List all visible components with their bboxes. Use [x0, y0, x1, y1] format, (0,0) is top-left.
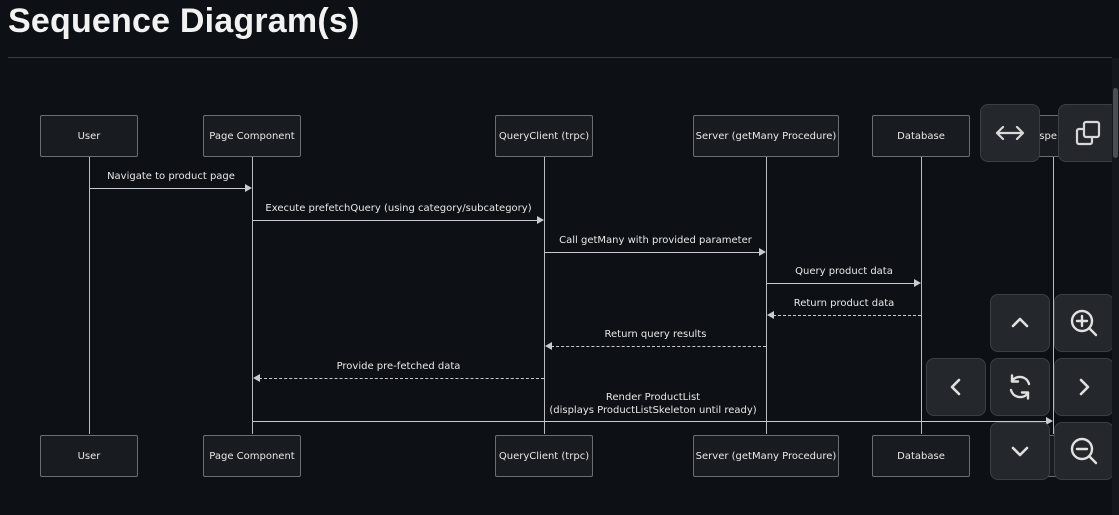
actor-top-user: User — [40, 115, 138, 157]
pan-down-button[interactable] — [990, 422, 1050, 480]
actor-bottom-page-component: Page Component — [203, 435, 301, 477]
arrowhead — [767, 311, 774, 319]
message-label: Navigate to product page — [107, 171, 235, 182]
zoom-in-icon — [1070, 309, 1098, 337]
message-arrow — [767, 283, 915, 284]
message-label: Provide pre-fetched data — [336, 361, 461, 372]
lifeline-server — [766, 157, 767, 434]
arrowhead — [245, 184, 252, 192]
pan-up-button[interactable] — [990, 294, 1050, 352]
message-label: Call getMany with provided parameter — [559, 235, 752, 246]
arrowhead — [1046, 417, 1053, 425]
chevron-down-icon — [1011, 446, 1029, 457]
arrowhead — [545, 342, 552, 350]
lifeline-database — [921, 157, 922, 434]
actor-bottom-user: User — [40, 435, 138, 477]
actor-top-database: Database — [872, 115, 970, 157]
arrowhead — [537, 216, 544, 224]
lifeline-user — [89, 157, 90, 434]
reset-view-button[interactable] — [990, 358, 1050, 416]
arrowhead — [914, 279, 921, 287]
message-arrow — [259, 378, 544, 379]
actor-top-page-component: Page Component — [203, 115, 301, 157]
message-label: Return query results — [604, 329, 707, 340]
message-arrow — [253, 220, 538, 221]
message-arrow — [253, 421, 1047, 422]
lifeline-queryclient — [544, 157, 545, 434]
pan-right-button[interactable] — [1054, 358, 1114, 416]
arrowhead — [759, 248, 766, 256]
arrows-left-right-icon — [995, 125, 1025, 141]
message-label: Return product data — [793, 298, 895, 309]
arrowhead — [253, 374, 260, 382]
message-label: Execute prefetchQuery (using category/su… — [265, 203, 532, 214]
actor-top-server: Server (getMany Procedure) — [693, 115, 839, 157]
chevron-up-icon — [1011, 317, 1029, 328]
zoom-out-button[interactable] — [1054, 422, 1114, 480]
zoom-out-icon — [1070, 437, 1098, 465]
title-divider — [8, 57, 1112, 58]
chevron-left-icon — [950, 378, 961, 396]
zoom-in-button[interactable] — [1054, 294, 1114, 352]
refresh-icon — [1009, 374, 1031, 400]
page-title: Sequence Diagram(s) — [8, 2, 360, 40]
message-arrow — [551, 346, 766, 347]
scrollbar-thumb[interactable] — [1113, 88, 1118, 158]
fit-width-button[interactable] — [980, 104, 1040, 162]
chevron-right-icon — [1079, 378, 1090, 396]
lifeline-response — [1053, 157, 1054, 434]
actor-bottom-queryclient: QueryClient (trpc) — [495, 435, 593, 477]
actor-bottom-database: Database — [872, 435, 970, 477]
message-label-line2: (displays ProductListSkeleton until read… — [549, 405, 757, 416]
message-arrow — [773, 315, 921, 316]
message-label: Render ProductList — [605, 392, 701, 403]
message-arrow — [90, 188, 246, 189]
message-arrow — [545, 252, 760, 253]
copy-icon — [1075, 120, 1101, 146]
actor-bottom-server: Server (getMany Procedure) — [693, 435, 839, 477]
pan-left-button[interactable] — [926, 358, 986, 416]
lifeline-page-component — [252, 157, 253, 434]
actor-top-queryclient: QueryClient (trpc) — [495, 115, 593, 157]
copy-button[interactable] — [1058, 104, 1118, 162]
vertical-scrollbar[interactable] — [1112, 58, 1119, 515]
message-label: Query product data — [795, 266, 893, 277]
